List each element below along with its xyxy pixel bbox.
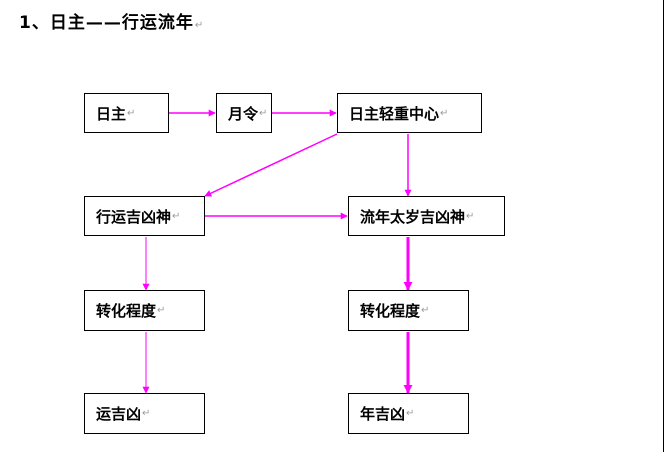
node-yueling: 月令↵ — [216, 93, 272, 133]
node-zhuanhua-left: 转化程度↵ — [84, 290, 205, 331]
node-zhuanhua-right: 转化程度↵ — [348, 290, 469, 331]
node-label: 流年太岁吉凶神 — [360, 207, 466, 226]
title-text: 1、日主——行运流年 — [19, 13, 194, 33]
arrow-center-to-xingyun — [204, 133, 338, 197]
node-label: 日主 — [96, 104, 127, 123]
paragraph-mark-icon: ↵ — [406, 408, 415, 419]
paragraph-mark-icon: ↵ — [142, 408, 151, 419]
node-center: 日主轻重中心↵ — [337, 93, 482, 133]
paragraph-mark-icon: ↵ — [440, 107, 449, 119]
paragraph-mark-icon: ↵ — [194, 20, 205, 31]
paragraph-mark-icon: ↵ — [466, 210, 475, 222]
paragraph-mark-icon: ↵ — [421, 305, 430, 316]
paragraph-mark-icon: ↵ — [172, 210, 181, 222]
paragraph-mark-icon: ↵ — [157, 305, 166, 316]
node-yun-jixiong: 运吉凶↵ — [84, 393, 205, 434]
node-label: 转化程度 — [360, 302, 421, 320]
node-label: 行运吉凶神 — [96, 207, 172, 226]
node-rizhu: 日主↵ — [84, 93, 169, 133]
paragraph-mark-icon: ↵ — [127, 107, 136, 119]
paragraph-mark-icon: ↵ — [259, 107, 268, 119]
node-label: 运吉凶 — [96, 405, 142, 423]
node-label: 日主轻重中心 — [349, 104, 440, 123]
node-label: 月令 — [228, 104, 259, 123]
node-nian-jixiong: 年吉凶↵ — [348, 393, 469, 434]
node-xingyun-shen: 行运吉凶神↵ — [84, 196, 205, 236]
node-liunian-shen: 流年太岁吉凶神↵ — [348, 196, 505, 236]
node-label: 转化程度 — [96, 302, 157, 320]
node-label: 年吉凶 — [360, 405, 406, 423]
page-title: 1、日主——行运流年↵ — [19, 8, 204, 33]
